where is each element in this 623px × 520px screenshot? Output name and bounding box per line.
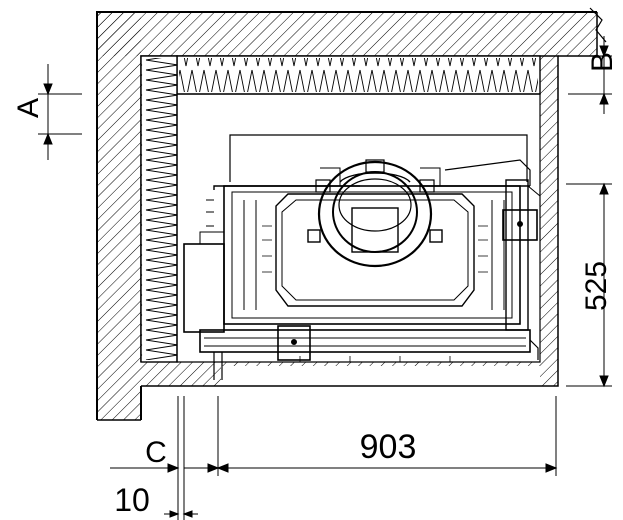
label-dim-offset: 10 — [114, 482, 150, 518]
label-c: C — [145, 436, 167, 469]
fireplace-insert — [183, 134, 541, 380]
label-b: B — [586, 52, 619, 72]
label-dim-depth: 525 — [580, 261, 613, 311]
insulation — [140, 55, 541, 363]
label-a: A — [12, 98, 45, 118]
label-dim-width: 903 — [360, 428, 417, 466]
dimension-lines — [38, 36, 612, 520]
dimension-labels: A B 525 903 C 10 — [12, 52, 619, 518]
